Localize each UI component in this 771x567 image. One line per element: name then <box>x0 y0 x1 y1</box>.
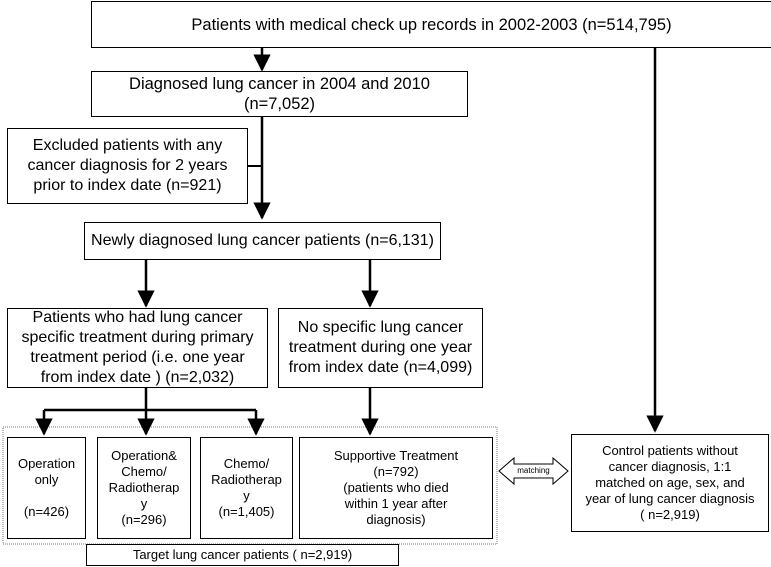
label-operation-only: Operation only (n=426) <box>17 456 76 519</box>
label-supportive-treatment: Supportive Treatment (n=792) (patients w… <box>333 448 459 527</box>
box-operation-only: Operation only (n=426) <box>7 437 86 539</box>
label-matching: matching <box>517 466 550 475</box>
label-excluded-patients: Excluded patients with any cancer diagno… <box>27 137 228 194</box>
label-diagnosed-lung-cancer: Diagnosed lung cancer in 2004 and 2010 (… <box>129 75 430 113</box>
box-operation-chemo: Operation& Chemo/ Radiotherap y (n=296) <box>97 437 191 539</box>
label-newly-diagnosed: Newly diagnosed lung cancer patients (n=… <box>91 232 434 249</box>
box-excluded-patients: Excluded patients with any cancer diagno… <box>7 128 248 204</box>
box-specific-treatment: Patients who had lung cancer specific tr… <box>7 308 268 388</box>
box-newly-diagnosed: Newly diagnosed lung cancer patients (n=… <box>84 222 441 260</box>
box-no-specific-treatment: No specific lung cancer treatment during… <box>278 308 483 388</box>
label-control-patients: Control patients without cancer diagnosi… <box>585 443 755 522</box>
box-target-patients: Target lung cancer patients ( n=2,919) <box>86 544 399 566</box>
box-supportive-treatment: Supportive Treatment (n=792) (patients w… <box>299 437 493 539</box>
box-medical-checkup: Patients with medical check up records i… <box>91 1 771 48</box>
box-control-patients: Control patients without cancer diagnosi… <box>571 434 769 532</box>
box-chemo-radiotherapy: Chemo/ Radiotherap y (n=1,405) <box>200 437 293 539</box>
label-chemo-radiotherapy: Chemo/ Radiotherap y (n=1,405) <box>211 456 282 519</box>
label-operation-chemo: Operation& Chemo/ Radiotherap y (n=296) <box>108 448 180 527</box>
label-target-patients: Target lung cancer patients ( n=2,919) <box>132 547 353 562</box>
label-no-specific-treatment: No specific lung cancer treatment during… <box>288 319 473 376</box>
label-specific-treatment: Patients who had lung cancer specific tr… <box>21 309 254 386</box>
label-medical-checkup: Patients with medical check up records i… <box>191 15 672 34</box>
box-diagnosed-lung-cancer: Diagnosed lung cancer in 2004 and 2010 (… <box>91 71 468 117</box>
matching-double-arrow <box>498 456 569 486</box>
